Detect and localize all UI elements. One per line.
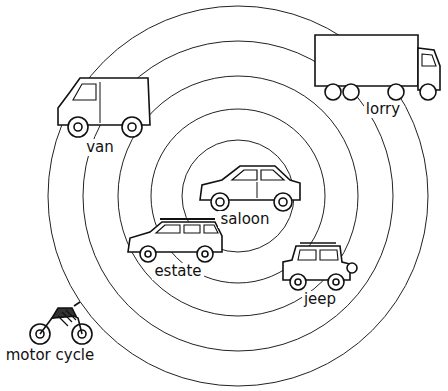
van	[58, 78, 150, 137]
vehicle-label: estate	[152, 263, 203, 280]
saloon-car	[200, 166, 300, 211]
jeep	[283, 243, 357, 290]
concentric-rings	[48, 6, 428, 386]
motor-cycle	[30, 302, 92, 344]
vehicle-label: motor cycle	[4, 347, 97, 364]
lorry	[315, 35, 440, 100]
vehicle-label: lorry	[364, 101, 402, 118]
estate-car	[128, 219, 222, 262]
vehicle-label: jeep	[302, 291, 338, 308]
vehicle-label: van	[84, 139, 116, 156]
vehicle-label: saloon	[218, 211, 271, 228]
